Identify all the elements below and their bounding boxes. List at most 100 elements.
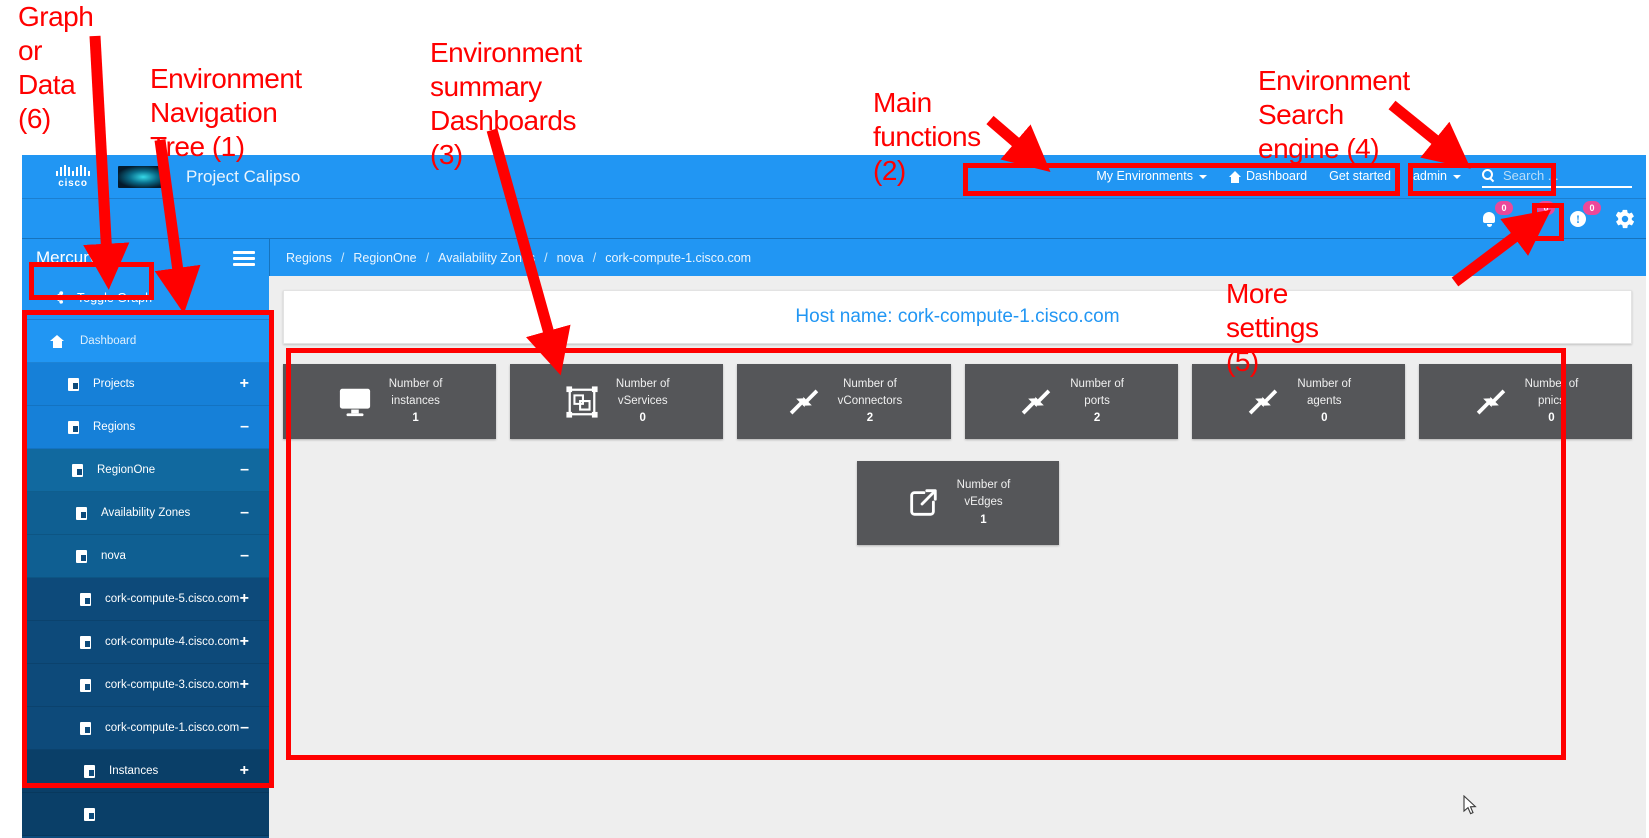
sidebar-item-cork-compute-1-cisco-com[interactable]: cork-compute-1.cisco.com– (22, 707, 269, 750)
external-link-icon (905, 485, 941, 521)
breadcrumb-item-regionone[interactable]: RegionOne (353, 251, 417, 265)
home-icon (50, 334, 64, 348)
annotation-label-search-engine: Environment Search engine (4) (1258, 65, 1410, 165)
search-input[interactable] (1501, 167, 1625, 184)
warning-count-badge: 0 (1537, 201, 1555, 215)
sidebar-brand-label: Mercury (36, 248, 98, 267)
sidebar-item-cork-compute-5-cisco-com[interactable]: cork-compute-5.cisco.com+ (22, 578, 269, 621)
main-content: Host name: cork-compute-1.cisco.com Numb… (269, 276, 1646, 838)
tile-line-2: vEdges (964, 496, 1003, 509)
sidebar-item-instances[interactable]: Instances+ (22, 750, 269, 793)
document-icon (76, 549, 87, 563)
document-icon (68, 420, 79, 434)
breadcrumb-item-nova[interactable]: nova (556, 251, 584, 265)
nav-get-started-label: Get started (1329, 169, 1391, 183)
expand-icon[interactable]: + (239, 762, 249, 779)
nav-get-started[interactable]: Get started (1318, 155, 1402, 198)
warnings-indicator[interactable]: ! 0 (1524, 199, 1555, 239)
collapse-icon[interactable]: – (240, 719, 249, 736)
nav-dashboard-label: Dashboard (1245, 169, 1308, 183)
sidebar-item-dashboard[interactable]: Dashboard (22, 320, 269, 363)
tile-line-1: Number of (388, 377, 443, 390)
breadcrumb: Regions / RegionOne / Availability Zones… (269, 239, 751, 277)
breadcrumb-item-availability-zones[interactable]: Availability Zones (438, 251, 536, 265)
info-circle-icon: ! (1570, 211, 1586, 227)
document-icon (68, 377, 79, 391)
sidebar-brand: Mercury (22, 239, 269, 277)
collapse-icon[interactable]: – (240, 418, 249, 435)
sidebar-item-regions[interactable]: Regions– (22, 406, 269, 449)
collapse-icon[interactable]: – (240, 461, 249, 478)
breadcrumb-bar: Mercury Regions / RegionOne / Availabili… (22, 238, 1646, 277)
sidebar-item-partial[interactable] (22, 793, 269, 836)
tile-line-1: Number of (1524, 377, 1579, 390)
host-name-card: Host name: cork-compute-1.cisco.com (283, 290, 1632, 344)
environment-search[interactable] (1482, 166, 1632, 188)
expand-icon[interactable]: + (239, 676, 249, 693)
sidebar-item-label: Availability Zones (101, 507, 191, 519)
sidebar-item-cork-compute-3-cisco-com[interactable]: cork-compute-3.cisco.com+ (22, 664, 269, 707)
annotation-label-dashboards: Environment summary Dashboards (3) (430, 37, 582, 171)
connector-arrows-icon (1245, 384, 1281, 420)
sidebar-item-label: Projects (93, 378, 135, 390)
chevron-down-icon (1198, 174, 1207, 179)
breadcrumb-separator: / (544, 251, 548, 265)
expand-icon[interactable]: + (239, 633, 249, 650)
breadcrumb-item-host[interactable]: cork-compute-1.cisco.com (605, 251, 752, 265)
monitor-icon (337, 384, 373, 420)
breadcrumb-item-regions[interactable]: Regions (286, 251, 332, 265)
sidebar-item-availability-zones[interactable]: Availability Zones – (22, 492, 269, 535)
collapse-icon[interactable]: – (240, 504, 249, 521)
mouse-cursor (1463, 795, 1477, 815)
sidebar-item-label: cork-compute-3.cisco.com (105, 679, 240, 691)
cisco-wordmark: cisco (58, 177, 88, 189)
breadcrumb-separator: / (340, 251, 345, 265)
vservice-icon (564, 384, 600, 420)
annotation-label-nav-tree: Environment Navigation Tree (1) (150, 63, 302, 163)
sidebar-item-label: Dashboard (80, 335, 137, 347)
host-name-label: Host name: cork-compute-1.cisco.com (795, 306, 1120, 327)
document-icon (84, 764, 95, 778)
nav-dashboard[interactable]: Dashboard (1218, 155, 1318, 198)
tile-line-2: ports (1084, 394, 1110, 407)
tile-value: 2 (866, 412, 874, 425)
nav-admin-menu[interactable]: admin (1402, 155, 1472, 198)
hamburger-icon[interactable] (233, 250, 255, 266)
home-icon (1228, 170, 1242, 183)
more-settings-button[interactable] (1614, 199, 1636, 239)
expand-icon[interactable]: + (239, 375, 249, 392)
document-icon (76, 506, 87, 520)
sidebar-item-label: nova (101, 550, 126, 562)
toggle-graph-button[interactable]: Toggle Graph (22, 290, 152, 305)
sidebar-item-projects[interactable]: Projects + (22, 363, 269, 406)
info-indicator[interactable]: ! 0 (1570, 199, 1601, 239)
sidebar-item-nova[interactable]: nova – (22, 535, 269, 578)
tile-line-2: instances (391, 394, 440, 407)
document-icon (84, 807, 95, 821)
notifications-bell[interactable]: 0 (1482, 199, 1513, 239)
sidebar-item-regionone[interactable]: RegionOne– (22, 449, 269, 492)
tile-line-2: agents (1307, 394, 1342, 407)
nav-my-environments[interactable]: My Environments (1085, 155, 1218, 198)
collapse-icon[interactable]: – (240, 547, 249, 564)
expand-icon[interactable]: + (239, 590, 249, 607)
connector-arrows-icon (786, 384, 822, 420)
share-icon (50, 290, 65, 305)
info-count-badge: 0 (1583, 201, 1601, 215)
sidebar-item-cork-compute-4-cisco-com[interactable]: cork-compute-4.cisco.com+ (22, 621, 269, 664)
tile-line-1: Number of (1070, 377, 1124, 390)
application-window: cisco Project Calipso My Environments Da… (22, 155, 1646, 838)
product-thumbnail-image (118, 165, 164, 188)
